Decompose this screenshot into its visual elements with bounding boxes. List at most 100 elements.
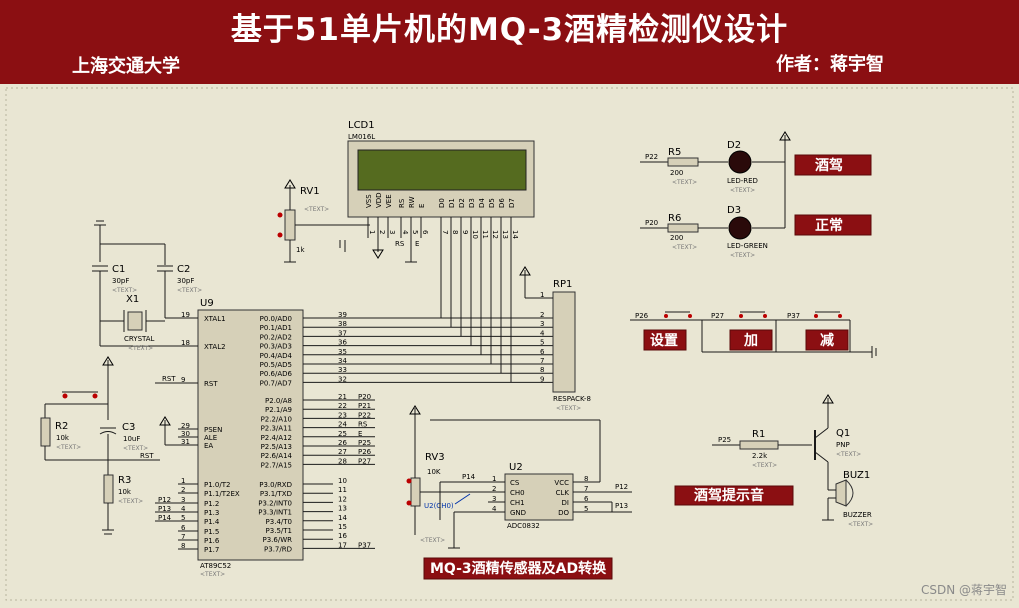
- u9-right-pin-number: 23: [338, 411, 347, 419]
- vcc-icon: [102, 356, 114, 366]
- r6-ref: R6: [668, 213, 681, 224]
- r3-ref: R3: [118, 475, 131, 486]
- buzzer-icon: [835, 479, 847, 507]
- rv1-pin-dot: [277, 212, 283, 218]
- rp1-pin-number: 3: [540, 320, 544, 328]
- r6-body: [667, 223, 699, 233]
- rst-net-label: RST: [140, 452, 154, 460]
- u9-right-net-label: P20: [358, 393, 371, 401]
- button-add[interactable]: [729, 329, 773, 351]
- r6-value: 200: [670, 234, 683, 242]
- button-set-icon: [664, 311, 692, 318]
- lcd-pin-number: 5: [411, 230, 419, 234]
- r2-text: <TEXT>: [56, 444, 81, 451]
- lcd-pin-number: 12: [491, 230, 499, 239]
- lcd-pin-label: VSS: [365, 194, 373, 208]
- rv3-net-label: U2(CH0): [424, 502, 454, 510]
- rv1-value: 1k: [296, 246, 305, 254]
- u9-left-pin-name: P1.1/T2EX: [204, 490, 240, 498]
- u9-left-pin-name: P1.4: [204, 518, 220, 526]
- u9-left-pin-number: 3: [181, 496, 185, 504]
- u9-right-pin-name: P0.7/AD7: [260, 379, 292, 387]
- buzzer-circuit: P25 R1 2.2k <TEXT> Q1 PNP <TEXT> BUZ1 BU…: [674, 394, 873, 528]
- lcd-pins: VSS1VDD2VEE3RS4RW5E6D07D18D29D310D411D51…: [365, 192, 519, 263]
- r1-body: [739, 440, 779, 450]
- u2-right-pin-name: DI: [562, 499, 569, 507]
- r1-ref: R1: [752, 429, 765, 440]
- u9-right-pin-name: P3.7/RD: [264, 545, 292, 553]
- q1-ref: Q1: [836, 428, 850, 439]
- u9-right-pin-name: P0.5/AD5: [260, 361, 292, 369]
- u9-right-pin-number: 32: [338, 375, 347, 383]
- lcd-pin-label: VEE: [385, 194, 393, 208]
- label-buzzer-note: [674, 485, 794, 506]
- u9-right-pin-number: 14: [338, 514, 347, 522]
- u9-left-pin-name: P1.6: [204, 537, 220, 545]
- vcc-icon: [159, 416, 171, 426]
- lcd-part: LM016L: [348, 133, 375, 141]
- rv1-body: [284, 209, 296, 241]
- u9-right-pin-number: 39: [338, 311, 347, 319]
- r1-value: 2.2k: [752, 452, 768, 460]
- u9-left-pin-name: P1.0/T2: [204, 481, 230, 489]
- u9-right-pin-name: P3.1/TXD: [260, 490, 292, 498]
- x1-part: CRYSTAL: [124, 335, 155, 343]
- r5-ref: R5: [668, 147, 681, 158]
- u9-right-pin-number: 36: [338, 339, 347, 347]
- u2-left-pin-name: CH0: [510, 489, 525, 497]
- r5-body: [667, 157, 699, 167]
- rp1-pin-number: 9: [540, 375, 544, 383]
- lcd-pin-number: 10: [471, 230, 479, 239]
- u9-right-pin-name: P2.5/A13: [261, 443, 292, 451]
- u9-right-pin-number: 26: [338, 439, 347, 447]
- author-label: 作者：蒋宇智: [776, 54, 884, 75]
- lcd-pin-number: 11: [481, 230, 489, 239]
- c3-value: 10uF: [123, 435, 140, 443]
- d2-text: <TEXT>: [730, 187, 755, 194]
- label-normal: [794, 214, 872, 236]
- sheet-border: [5, 87, 1014, 601]
- u2-left-pin-number: 2: [492, 485, 496, 493]
- d3-part: LED-GREEN: [727, 242, 768, 250]
- u9-part: AT89C52: [200, 562, 231, 570]
- c1-text: <TEXT>: [112, 287, 137, 294]
- r3-body: [103, 474, 114, 504]
- r6-text: <TEXT>: [672, 244, 697, 251]
- r1-text: <TEXT>: [752, 462, 777, 469]
- label-normal-text: 正常: [815, 217, 843, 234]
- lcd1: LCD1 LM016L <TEXT> VSS1VDD2VEE3RS4RW5E6D…: [347, 120, 535, 263]
- u9-right-pin-number: 21: [338, 393, 347, 401]
- u2-right-pin-name: VCC: [554, 479, 569, 487]
- vcc-icon: [409, 405, 421, 415]
- r3-text: <TEXT>: [118, 498, 143, 505]
- u9-right-pin-name: P3.2/INT0: [258, 499, 292, 507]
- lcd-pin-label: D3: [468, 198, 476, 208]
- u9-left-net-label: P13: [158, 505, 171, 513]
- u9-right-pin-name: P2.0/A8: [265, 397, 292, 405]
- u9-left-pin-number: 6: [181, 524, 186, 532]
- u9-right-pin-name: P2.2/A10: [261, 415, 292, 423]
- lcd-pin-number: 4: [401, 230, 409, 235]
- d3-text: <TEXT>: [730, 252, 755, 259]
- u9-left-pin-name: XTAL1: [204, 315, 226, 323]
- u9-right-net-label: P26: [358, 448, 372, 456]
- label-buzzer-note-text: 酒驾提示音: [694, 487, 764, 504]
- u9-right-pin-number: 33: [338, 366, 347, 374]
- u2-left-pin-number: 3: [492, 495, 496, 503]
- u9-right-pin-number: 35: [338, 348, 347, 356]
- lcd-e-net: E: [415, 240, 419, 248]
- button-set-label: 设置: [650, 332, 678, 349]
- button-sub[interactable]: [805, 329, 849, 351]
- u9-left-pin-number: 8: [181, 542, 185, 550]
- u2-right-pin-name: DO: [558, 509, 569, 517]
- u9-right-pin-number: 11: [338, 486, 347, 494]
- oscillator: C1 30pF <TEXT> C2 30pF <TEXT> X1 CRYSTAL…: [92, 220, 202, 352]
- label-sensor-note-text: MQ-3酒精传感器及AD转换: [430, 560, 607, 577]
- button-set[interactable]: [643, 329, 687, 351]
- u9-right-pin-name: P0.3/AD3: [260, 343, 292, 351]
- buz1-text: <TEXT>: [848, 521, 873, 528]
- u9-left-pin-name: RST: [204, 380, 218, 388]
